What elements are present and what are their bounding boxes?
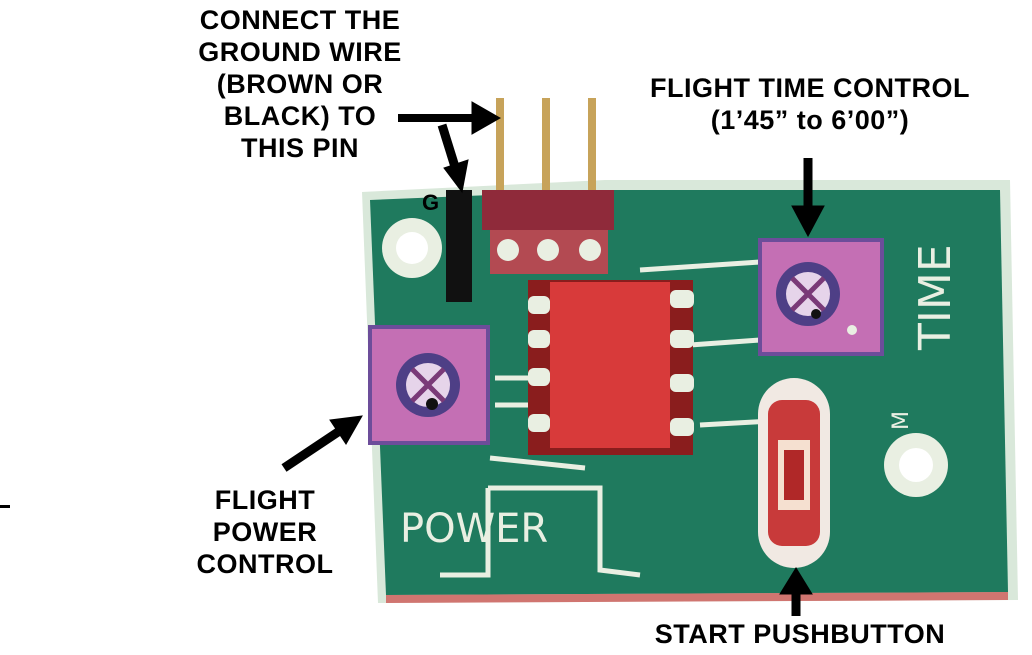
flight-time-line-2: (1’45” to 6’00”) [710,105,910,135]
pin-header [482,98,614,274]
ground-wire-strip [446,190,472,302]
ground-wire-callout: CONNECT THE GROUND WIRE (BROWN OR BLACK)… [150,4,450,164]
ground-wire-line-1: CONNECT THE [199,5,401,35]
flight-power-line-2: POWER [212,517,318,547]
flight-power-line-3: CONTROL [196,549,334,579]
ic-chip [528,280,694,455]
flight-time-callout: FLIGHT TIME CONTROL (1’45” to 6’00”) [610,72,1010,136]
flight-power-trimmer [368,325,490,445]
flight-power-line-1: FLIGHT [214,485,316,515]
mounting-hole-left [382,218,442,278]
ground-wire-line-4: BLACK) TO [223,101,377,131]
flight-time-line-1: FLIGHT TIME CONTROL [650,73,970,103]
m-mark-label: M [889,411,914,430]
arrow-to-time-trimmer [791,158,825,238]
mounting-hole-right [884,433,948,497]
start-pushbutton-label: START PUSHBUTTON [654,619,946,649]
power-silk-label: POWER [400,506,548,552]
ground-wire-line-2: GROUND WIRE [198,37,402,67]
flight-time-trimmer [758,238,884,356]
ground-mark-label: G [422,190,439,215]
arrows [281,101,825,616]
start-pushbutton [758,378,830,568]
arrow-to-power-trimmer [281,415,363,472]
ground-wire-line-3: (BROWN OR [216,69,384,99]
arrow-to-ground-strip [437,123,469,194]
arrow-to-pin [398,101,502,135]
time-silk-label: TIME [910,244,961,351]
flight-power-callout: FLIGHT POWER CONTROL [170,484,360,580]
ground-wire-line-5: THIS PIN [240,133,359,163]
start-pushbutton-callout: START PUSHBUTTON [600,618,1000,650]
arrow-to-pushbutton [779,567,813,616]
edge-dash [0,505,10,508]
